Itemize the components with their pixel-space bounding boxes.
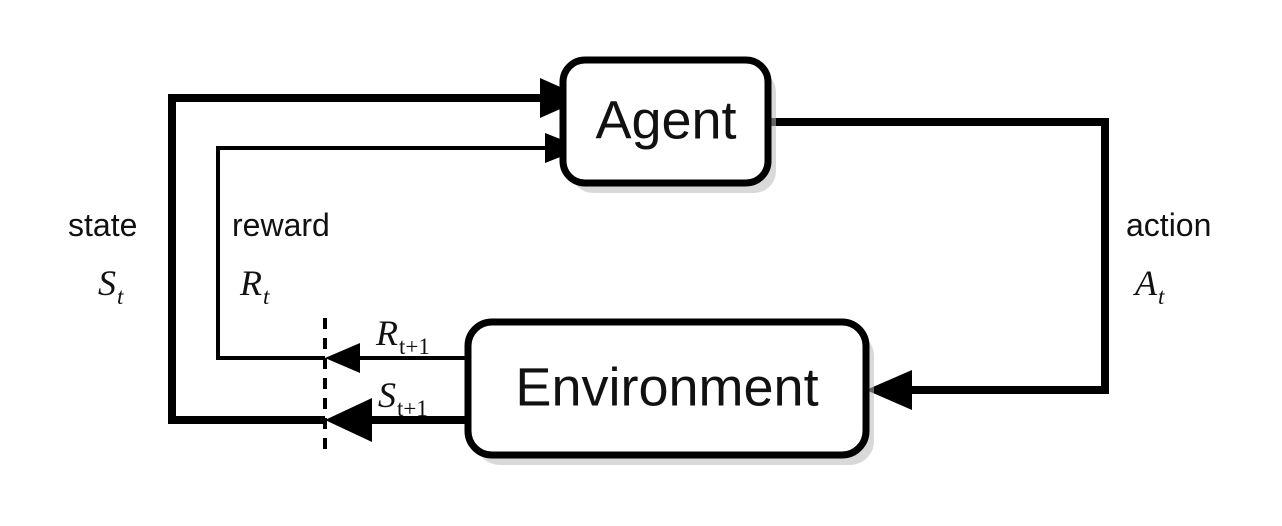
reward-feedback-path: [216, 146, 545, 360]
state-word-label: state: [68, 207, 137, 243]
state-symbol-label: St: [98, 263, 124, 309]
action-path: [768, 118, 1109, 394]
edge-action: [768, 118, 1109, 410]
state-symbol-base: S: [98, 263, 116, 303]
environment-box: [464, 318, 870, 459]
next-state-symbol-base: S: [378, 375, 396, 415]
action-word-label: action: [1126, 207, 1211, 243]
edge-next-state: [325, 398, 468, 442]
next-state-symbol-subscript: t+1: [397, 396, 428, 421]
reward-symbol-label: Rt: [239, 263, 270, 309]
next-reward-arrowhead: [325, 343, 360, 373]
reward-symbol-subscript: t: [263, 284, 270, 309]
reward-symbol-base: R: [239, 263, 262, 303]
next-state-arrowhead: [325, 398, 372, 442]
action-arrowhead: [866, 370, 912, 410]
action-symbol-subscript: t: [1158, 284, 1165, 309]
reward-label-group: reward Rt: [232, 207, 330, 309]
agent-label: Agent: [595, 90, 736, 150]
state-symbol-subscript: t: [117, 284, 124, 309]
action-symbol-base: A: [1133, 263, 1158, 303]
agent-box: [559, 56, 772, 187]
environment-label: Environment: [515, 357, 818, 417]
next-reward-symbol-subscript: t+1: [399, 334, 430, 359]
agent-node[interactable]: Agent: [559, 56, 776, 193]
next-reward-symbol-base: R: [375, 313, 398, 353]
edge-next-reward: [325, 343, 468, 373]
state-label-group: state St: [68, 207, 137, 309]
reward-word-label: reward: [232, 207, 330, 243]
environment-node[interactable]: Environment: [464, 318, 874, 465]
next-reward-symbol-label: Rt+1: [375, 313, 430, 359]
action-label-group: action At: [1126, 207, 1211, 309]
next-state-symbol-label: St+1: [378, 375, 428, 421]
state-feedback-path: [168, 94, 540, 424]
action-symbol-label: At: [1133, 263, 1165, 309]
